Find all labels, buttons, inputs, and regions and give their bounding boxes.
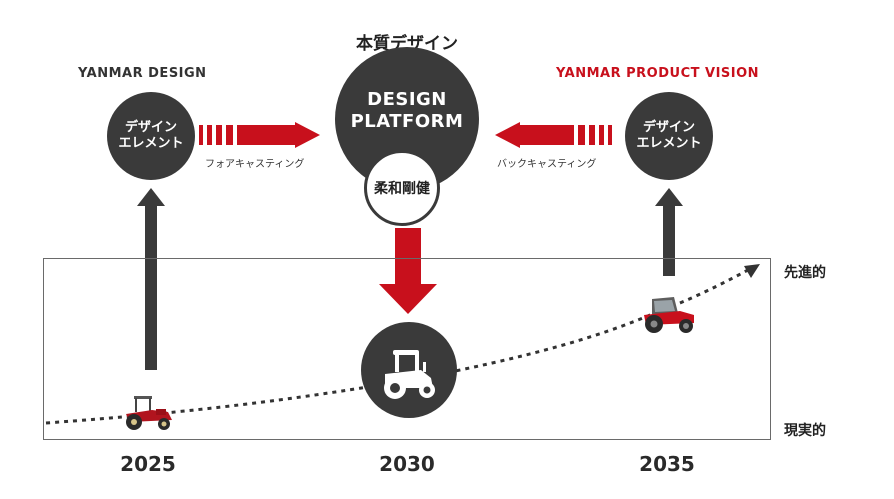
forecasting-label: フォアキャスティング [205, 159, 305, 170]
backcasting-label: バックキャスティング [497, 159, 597, 170]
axis-label-realistic: 現実的 [784, 423, 826, 439]
trend-arrowhead [744, 264, 760, 278]
up-arrow-left [137, 188, 165, 370]
tractor-icon [384, 350, 435, 399]
platform-line1: DESIGN [367, 89, 447, 110]
design-element-right-line2: エレメント [636, 136, 702, 151]
year-2035: 2035 [639, 452, 695, 476]
product-vision-heading: YANMAR PRODUCT VISION [556, 66, 760, 81]
timeline-frame [43, 258, 771, 440]
tractor-concept-2035 [644, 297, 694, 333]
design-element-left-line2: エレメント [118, 136, 184, 151]
tractor-photo-2025 [126, 396, 172, 430]
down-arrow [379, 228, 437, 314]
yanmar-design-heading: YANMAR DESIGN [78, 66, 207, 81]
forecasting-arrow [199, 122, 320, 148]
trend-line [45, 268, 749, 425]
year-2025: 2025 [120, 452, 176, 476]
core-value-circle: 柔和剛健 [364, 150, 440, 226]
year-2030: 2030 [379, 452, 435, 476]
design-element-left-line1: デザイン [124, 120, 177, 135]
platform-line2: PLATFORM [350, 111, 464, 132]
tractor-icon-circle [361, 322, 457, 418]
design-element-right-line1: デザイン [642, 120, 695, 135]
axis-label-advanced: 先進的 [784, 265, 826, 281]
design-element-right: デザイン エレメント [625, 92, 713, 180]
backcasting-arrow [495, 122, 612, 148]
essential-design-heading: 本質デザイン [356, 34, 458, 54]
design-element-left: デザイン エレメント [107, 92, 195, 180]
